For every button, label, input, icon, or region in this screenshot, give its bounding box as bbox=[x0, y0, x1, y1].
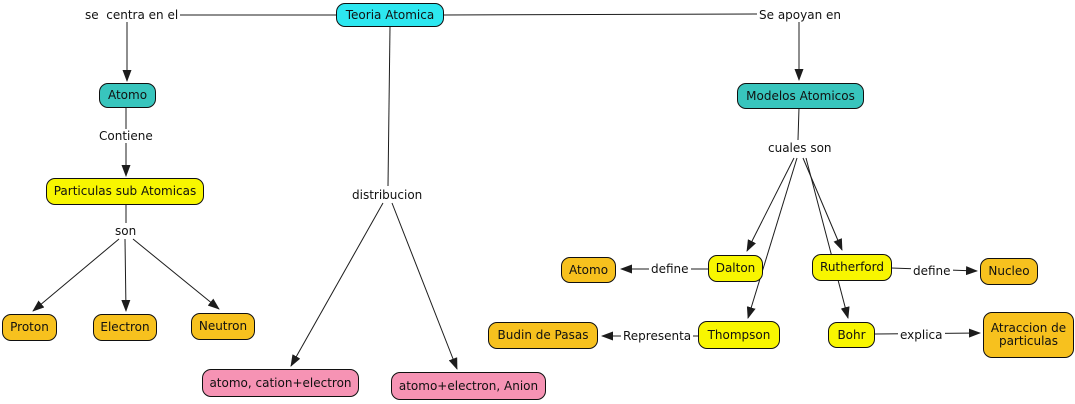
edge-label-representa[interactable]: Representa bbox=[621, 329, 694, 343]
node-atomo[interactable]: Atomo bbox=[99, 83, 156, 108]
node-rutherford[interactable]: Rutherford bbox=[812, 254, 892, 281]
node-thompson[interactable]: Thompson bbox=[698, 321, 780, 349]
edge-son-proton bbox=[32, 238, 120, 312]
node-electron[interactable]: Electron bbox=[93, 314, 157, 341]
edge-teoria-distribucion bbox=[387, 26, 391, 187]
edge-seapoyan-line bbox=[442, 13, 758, 16]
node-atomo-electron-anion[interactable]: atomo+electron, Anion bbox=[391, 372, 546, 400]
edge-cualesson-bohr bbox=[805, 157, 850, 319]
edge-label-cuales-son[interactable]: cuales son bbox=[766, 141, 834, 155]
edge-label-explica[interactable]: explica bbox=[898, 328, 945, 342]
node-particulas-sub-atomicas[interactable]: Particulas sub Atomicas bbox=[46, 178, 204, 205]
edge-label-define-dalton[interactable]: define bbox=[649, 262, 691, 276]
node-atomo-definition[interactable]: Atomo bbox=[561, 257, 616, 283]
edge-label-define-rutherford[interactable]: define bbox=[911, 264, 953, 278]
node-nucleo[interactable]: Nucleo bbox=[980, 258, 1038, 285]
node-bohr[interactable]: Bohr bbox=[828, 322, 875, 348]
node-dalton[interactable]: Dalton bbox=[708, 255, 763, 282]
edge-modelos-cualesson bbox=[797, 107, 800, 141]
node-teoria-atomica[interactable]: Teoria Atomica bbox=[336, 3, 444, 27]
edge-distribucion-cation bbox=[290, 202, 384, 367]
edge-label-se-apoyan-en[interactable]: Se apoyan en bbox=[757, 8, 843, 22]
edge-son-electron bbox=[121, 238, 131, 312]
edge-cualesson-dalton bbox=[746, 157, 795, 252]
node-neutron[interactable]: Neutron bbox=[191, 313, 255, 340]
node-proton[interactable]: Proton bbox=[2, 314, 57, 341]
node-atomo-cation-electron[interactable]: atomo, cation+electron bbox=[202, 369, 359, 397]
node-budin-de-pasas[interactable]: Budin de Pasas bbox=[488, 322, 598, 349]
edge-son-neutron bbox=[132, 238, 220, 310]
edge-label-son[interactable]: son bbox=[113, 224, 139, 238]
node-modelos-atomicos[interactable]: Modelos Atomicos bbox=[737, 83, 864, 109]
edge-label-contiene[interactable]: Contiene bbox=[97, 129, 155, 143]
edge-cualesson-rutherford bbox=[802, 157, 843, 251]
node-atraccion-de-particulas[interactable]: Atraccion de particulas bbox=[983, 312, 1074, 358]
edge-label-distribucion[interactable]: distribucion bbox=[350, 188, 425, 202]
edge-label-se-centra-en-el[interactable]: se centra en el bbox=[83, 8, 181, 22]
edge-distribucion-anion bbox=[391, 202, 458, 370]
edge-cualesson-thompson bbox=[746, 157, 798, 319]
